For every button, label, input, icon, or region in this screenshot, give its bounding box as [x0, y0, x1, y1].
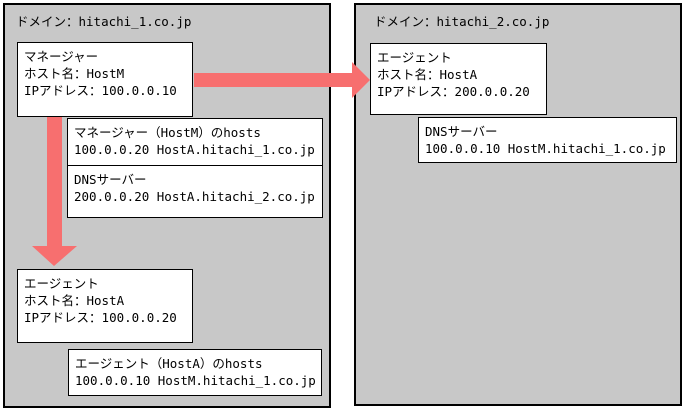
agent-hostname-label-left: ホスト名：HostA	[24, 293, 125, 308]
agent-hosts-file-box: エージェント（HostA）のhosts 100.0.0.10 HostM.hit…	[68, 349, 322, 396]
dns-server-entry-right: 100.0.0.10 HostM.hitachi_1.co.jp	[425, 141, 666, 156]
dns-server-entry-left: 200.0.0.20 HostA.hitachi_2.co.jp	[74, 189, 315, 204]
manager-to-remote-agent-arrow-shaft	[194, 73, 352, 87]
agent-node-box-right: エージェント ホスト名：HostA IPアドレス：200.0.0.20	[370, 43, 547, 115]
manager-to-remote-agent-arrow-head-icon	[352, 62, 370, 98]
agent-node-box-left: エージェント ホスト名：HostA IPアドレス：100.0.0.20	[17, 269, 193, 343]
manager-hosts-file-box: マネージャー（HostM）のhosts 100.0.0.20 HostA.hit…	[67, 118, 323, 166]
agent-ip-label-left: IPアドレス：100.0.0.20	[24, 310, 177, 325]
dns-server-title-left: DNSサーバー	[74, 172, 147, 187]
manager-hosts-entry: 100.0.0.20 HostA.hitachi_1.co.jp	[74, 142, 315, 157]
manager-hosts-title: マネージャー（HostM）のhosts	[74, 125, 261, 140]
domain-label-hitachi2: ドメイン：hitachi_2.co.jp	[374, 14, 550, 29]
agent-role-label-right: エージェント	[377, 50, 452, 65]
manager-to-local-agent-arrow-head-icon	[32, 246, 77, 266]
dns-server-box-left: DNSサーバー 200.0.0.20 HostA.hitachi_2.co.jp	[67, 165, 323, 218]
dns-server-title-right: DNSサーバー	[425, 124, 498, 139]
manager-ip-label: IPアドレス：100.0.0.10	[24, 83, 177, 98]
manager-node-box: マネージャー ホスト名：HostM IPアドレス：100.0.0.10	[17, 42, 193, 117]
agent-hostname-label-right: ホスト名：HostA	[377, 67, 478, 82]
manager-to-local-agent-arrow-shaft	[47, 117, 62, 246]
agent-hosts-entry: 100.0.0.10 HostM.hitachi_1.co.jp	[75, 373, 316, 388]
agent-ip-label-right: IPアドレス：200.0.0.20	[377, 84, 530, 99]
agent-role-label-left: エージェント	[24, 276, 99, 291]
manager-role-label: マネージャー	[24, 49, 99, 64]
agent-hosts-title: エージェント（HostA）のhosts	[75, 356, 263, 371]
manager-hostname-label: ホスト名：HostM	[24, 66, 125, 81]
domain-label-hitachi1: ドメイン：hitachi_1.co.jp	[16, 14, 192, 29]
dns-server-box-right: DNSサーバー 100.0.0.10 HostM.hitachi_1.co.jp	[418, 117, 677, 163]
